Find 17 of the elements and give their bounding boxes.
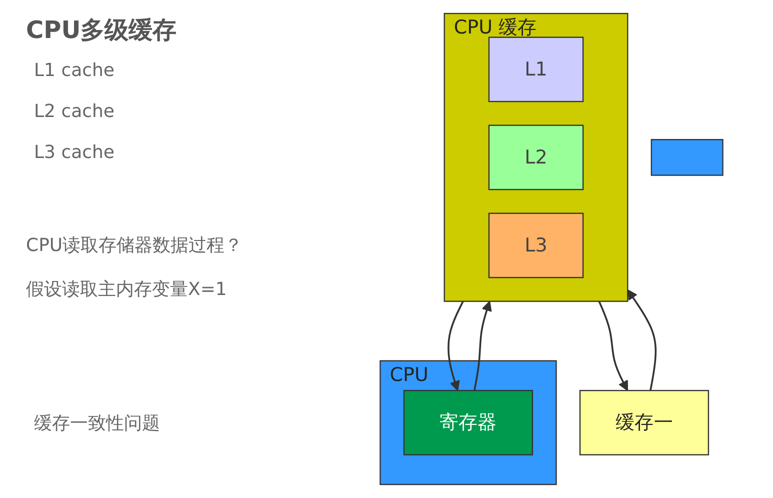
node-box: 寄存器 (403, 390, 534, 456)
note-text: L3 cache (33, 142, 115, 163)
arrow (448, 300, 464, 391)
node-box (650, 139, 724, 176)
arrow (598, 300, 628, 391)
note-text: L1 cache (33, 60, 115, 81)
page-title: CPU多级缓存 (26, 15, 178, 46)
note-text: 缓存一致性问题 (33, 412, 160, 435)
arrow (627, 289, 657, 391)
node-box: 缓存一 (579, 390, 710, 456)
node-box: L2 (488, 124, 584, 190)
arrow (474, 300, 492, 391)
note-text: 假设读取主内存变量X=1 (26, 278, 227, 301)
node-box: L1 (488, 36, 584, 102)
note-text: L2 cache (33, 101, 115, 122)
node-box: L3 (488, 212, 584, 278)
note-text: CPU读取存储器数据过程？ (26, 234, 243, 257)
